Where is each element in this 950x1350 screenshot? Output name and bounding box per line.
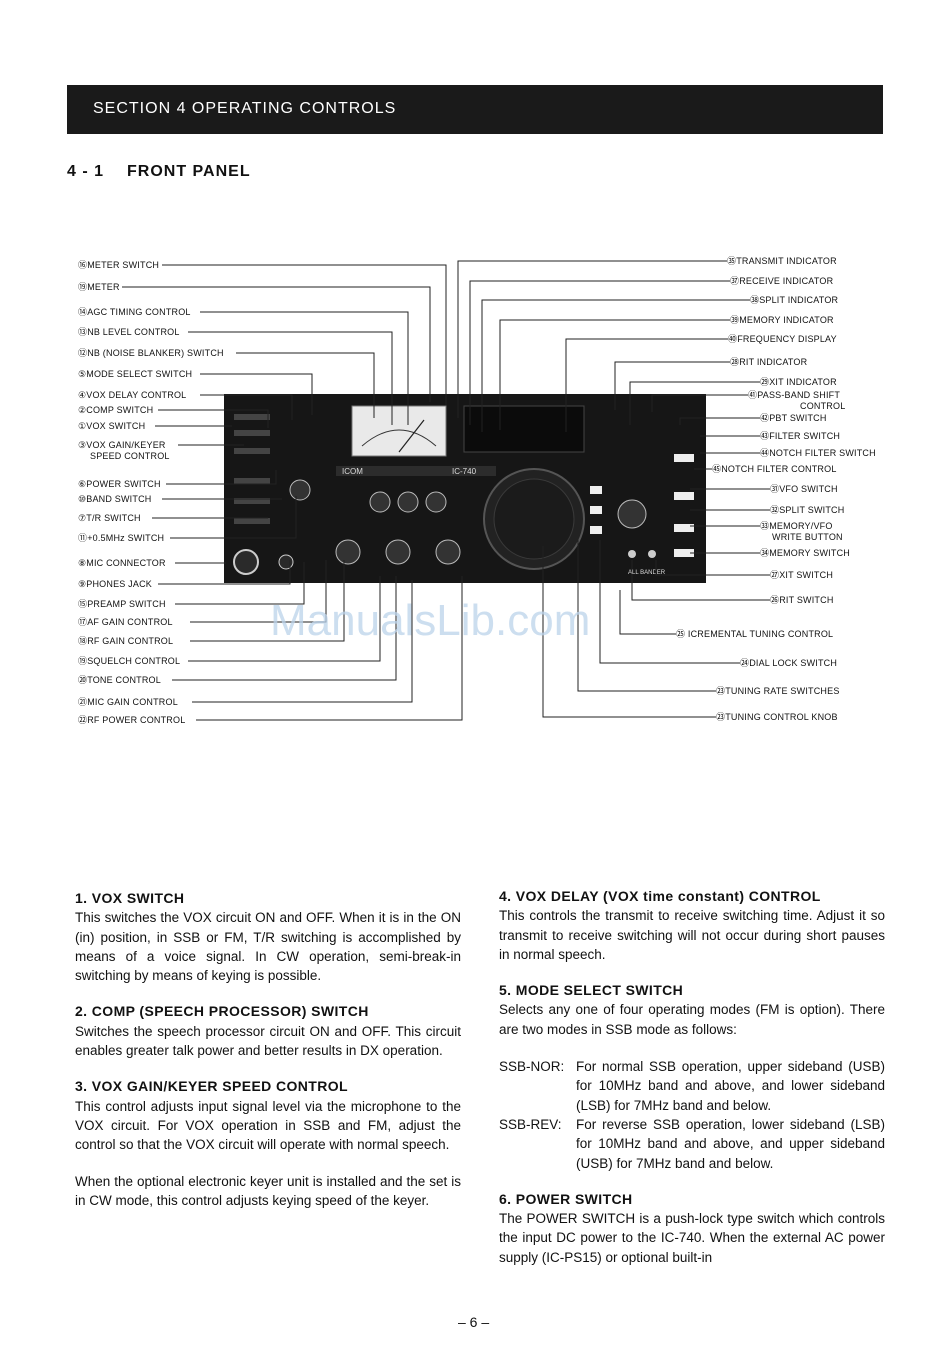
section-body: This switches the VOX circuit ON and OFF… bbox=[75, 910, 461, 984]
label-memory-vfo: ㉝MEMORY/VFO bbox=[760, 521, 833, 531]
label-vox-delay: ④VOX DELAY CONTROL bbox=[78, 390, 187, 400]
label-rit-switch: ㉖RIT SWITCH bbox=[770, 595, 834, 605]
label-tuning-knob: ㉓TUNING CONTROL KNOB bbox=[716, 712, 838, 722]
section-heading: 6. POWER SWITCH bbox=[499, 1190, 633, 1207]
label-tr-switch: ⑦T/R SWITCH bbox=[78, 513, 141, 523]
subsection-number: 4 - 1 bbox=[67, 163, 105, 180]
label-incremental-tuning: ㉕ ICREMENTAL TUNING CONTROL bbox=[676, 629, 834, 639]
section-heading: 5. MODE SELECT SWITCH bbox=[499, 982, 684, 999]
comp-switch-section: 2. COMP (SPEECH PROCESSOR) SWITCH Switch… bbox=[75, 1002, 461, 1060]
section-heading: 4. VOX DELAY (VOX time constant) CONTROL bbox=[499, 888, 821, 904]
label-agc-timing: ⑭AGC TIMING CONTROL bbox=[78, 307, 191, 317]
label-rit-indicator: ㉘RIT INDICATOR bbox=[730, 357, 808, 367]
vox-gain-section: 3. VOX GAIN/KEYER SPEED CONTROL This con… bbox=[75, 1077, 461, 1154]
left-column: 1. VOX SWITCH This switches the VOX circ… bbox=[75, 889, 461, 1227]
label-xit-switch: ㉗XIT SWITCH bbox=[770, 570, 834, 580]
section-body: The POWER SWITCH is a push-lock type swi… bbox=[499, 1211, 885, 1265]
page-number: – 6 – bbox=[458, 1314, 490, 1330]
section-title-bar: SECTION 4 OPERATING CONTROLS bbox=[67, 85, 883, 134]
front-panel-drawing: ICOM IC-740 ALL B bbox=[224, 394, 706, 583]
subsection-title: FRONT PANEL bbox=[127, 163, 251, 180]
label-vox-gain: ③VOX GAIN/KEYER bbox=[78, 440, 166, 450]
label-band-switch: ⑩BAND SWITCH bbox=[78, 494, 152, 504]
ssb-nor-key: SSB-NOR: bbox=[499, 1059, 565, 1075]
label-transmit-indicator: ㉟TRANSMIT INDICATOR bbox=[727, 256, 837, 266]
section-body: When the optional electronic keyer unit … bbox=[75, 1173, 461, 1208]
label-pbs-control: ㊶PASS-BAND SHIFT bbox=[748, 390, 841, 400]
label-filter-switch: ㊸FILTER SWITCH bbox=[760, 431, 841, 441]
ssb-nor-text: For normal SSB operation, upper sideband… bbox=[576, 1059, 885, 1113]
label-squelch: ⑲SQUELCH CONTROL bbox=[78, 656, 181, 666]
section-body: Switches the speech processor circuit ON… bbox=[75, 1023, 461, 1059]
ssb-rev-text: For reverse SSB operation, lower sideban… bbox=[576, 1116, 885, 1171]
section-body: Selects any one of four operating modes … bbox=[499, 1002, 885, 1037]
label-memory-indicator: ㊴MEMORY INDICATOR bbox=[730, 315, 834, 325]
vox-switch-section: 1. VOX SWITCH This switches the VOX circ… bbox=[75, 889, 461, 985]
ssb-rev-key: SSB-REV: bbox=[499, 1116, 562, 1132]
label-rf-power: ㉒RF POWER CONTROL bbox=[78, 715, 186, 725]
label-vfo-switch: ㉛VFO SWITCH bbox=[770, 484, 838, 494]
ssb-nor-item: SSB-NOR: For normal SSB operation, upper… bbox=[499, 1057, 885, 1115]
label-mic-gain: ㉑MIC GAIN CONTROL bbox=[78, 697, 178, 707]
label-mic-connector: ⑧MIC CONNECTOR bbox=[78, 558, 166, 568]
mode-select-section: 5. MODE SELECT SWITCH Selects any one of… bbox=[499, 981, 885, 1039]
label-vox-switch: ①VOX SWITCH bbox=[78, 421, 146, 431]
label-preamp-switch: ⑮PREAMP SWITCH bbox=[78, 599, 166, 609]
label-pbt-switch: ㊷PBT SWITCH bbox=[760, 413, 827, 423]
label-power-switch: ⑥POWER SWITCH bbox=[78, 479, 161, 489]
label-memory-switch: ㉞MEMORY SWITCH bbox=[760, 548, 850, 558]
section-body: This controls the transmit to receive sw… bbox=[499, 908, 885, 962]
label-comp-switch: ②COMP SWITCH bbox=[78, 405, 154, 415]
label-tuning-rate: ㉓TUNING RATE SWITCHES bbox=[716, 686, 840, 696]
subsection-heading: 4 - 1 FRONT PANEL bbox=[67, 163, 251, 181]
section-heading: 2. COMP (SPEECH PROCESSOR) SWITCH bbox=[75, 1003, 369, 1020]
label-meter: ⑲METER bbox=[78, 282, 120, 292]
label-af-gain: ⑰AF GAIN CONTROL bbox=[78, 617, 173, 627]
watermark: ManualsLib.com bbox=[270, 596, 591, 645]
label-xit-indicator: ㉙XIT INDICATOR bbox=[760, 377, 837, 387]
label-rf-gain: ⑱RF GAIN CONTROL bbox=[78, 636, 174, 646]
label-receive-indicator: ㊲RECEIVE INDICATOR bbox=[730, 276, 834, 286]
label-notch-filter-control: ㊺NOTCH FILTER CONTROL bbox=[712, 464, 837, 474]
panel-model: IC-740 bbox=[452, 467, 477, 476]
label-dial-lock: ㉔DIAL LOCK SWITCH bbox=[740, 658, 838, 668]
section-heading: 1. VOX SWITCH bbox=[75, 890, 185, 906]
keyer-note: When the optional electronic keyer unit … bbox=[75, 1172, 461, 1211]
label-split-indicator: ㊳SPLIT INDICATOR bbox=[750, 295, 839, 305]
label-tone: ⑳TONE CONTROL bbox=[78, 675, 161, 685]
vox-delay-section: 4. VOX DELAY (VOX time constant) CONTROL… bbox=[499, 887, 885, 964]
label-05mhz-switch: ⑪+0.5MHz SWITCH bbox=[78, 533, 165, 543]
right-column: 4. VOX DELAY (VOX time constant) CONTROL… bbox=[499, 887, 885, 1284]
label-vox-gain-line2: SPEED CONTROL bbox=[90, 451, 170, 461]
power-switch-section: 6. POWER SWITCH The POWER SWITCH is a pu… bbox=[499, 1190, 885, 1267]
label-nb-level: ⑬NB LEVEL CONTROL bbox=[78, 327, 180, 337]
section-heading: 3. VOX GAIN/KEYER SPEED CONTROL bbox=[75, 1078, 348, 1095]
front-panel-image: ICOM IC-740 ALL B bbox=[224, 394, 706, 583]
label-split-switch: ㉜SPLIT SWITCH bbox=[770, 505, 845, 515]
label-nb-switch: ⑫NB (NOISE BLANKER) SWITCH bbox=[78, 348, 224, 358]
panel-brand: ICOM bbox=[342, 467, 363, 476]
leader-lines bbox=[122, 260, 770, 721]
label-notch-filter-switch: ㊹NOTCH FILTER SWITCH bbox=[760, 448, 876, 458]
section-title: SECTION 4 OPERATING CONTROLS bbox=[93, 100, 397, 117]
label-mode-select: ⑤MODE SELECT SWITCH bbox=[78, 369, 193, 379]
ssb-rev-item: SSB-REV: For reverse SSB operation, lowe… bbox=[499, 1115, 885, 1173]
label-frequency-display: ㊵FREQUENCY DISPLAY bbox=[728, 334, 837, 344]
label-pbs-control-line2: CONTROL bbox=[800, 401, 846, 411]
section-body: This control adjusts input signal level … bbox=[75, 1098, 461, 1153]
panel-band-label: ALL BANDER bbox=[628, 570, 666, 576]
label-phones-jack: ⑨PHONES JACK bbox=[78, 579, 152, 589]
label-meter-switch: ⑯METER SWITCH bbox=[78, 260, 160, 270]
label-memory-vfo-line2: WRITE BUTTON bbox=[772, 532, 843, 542]
